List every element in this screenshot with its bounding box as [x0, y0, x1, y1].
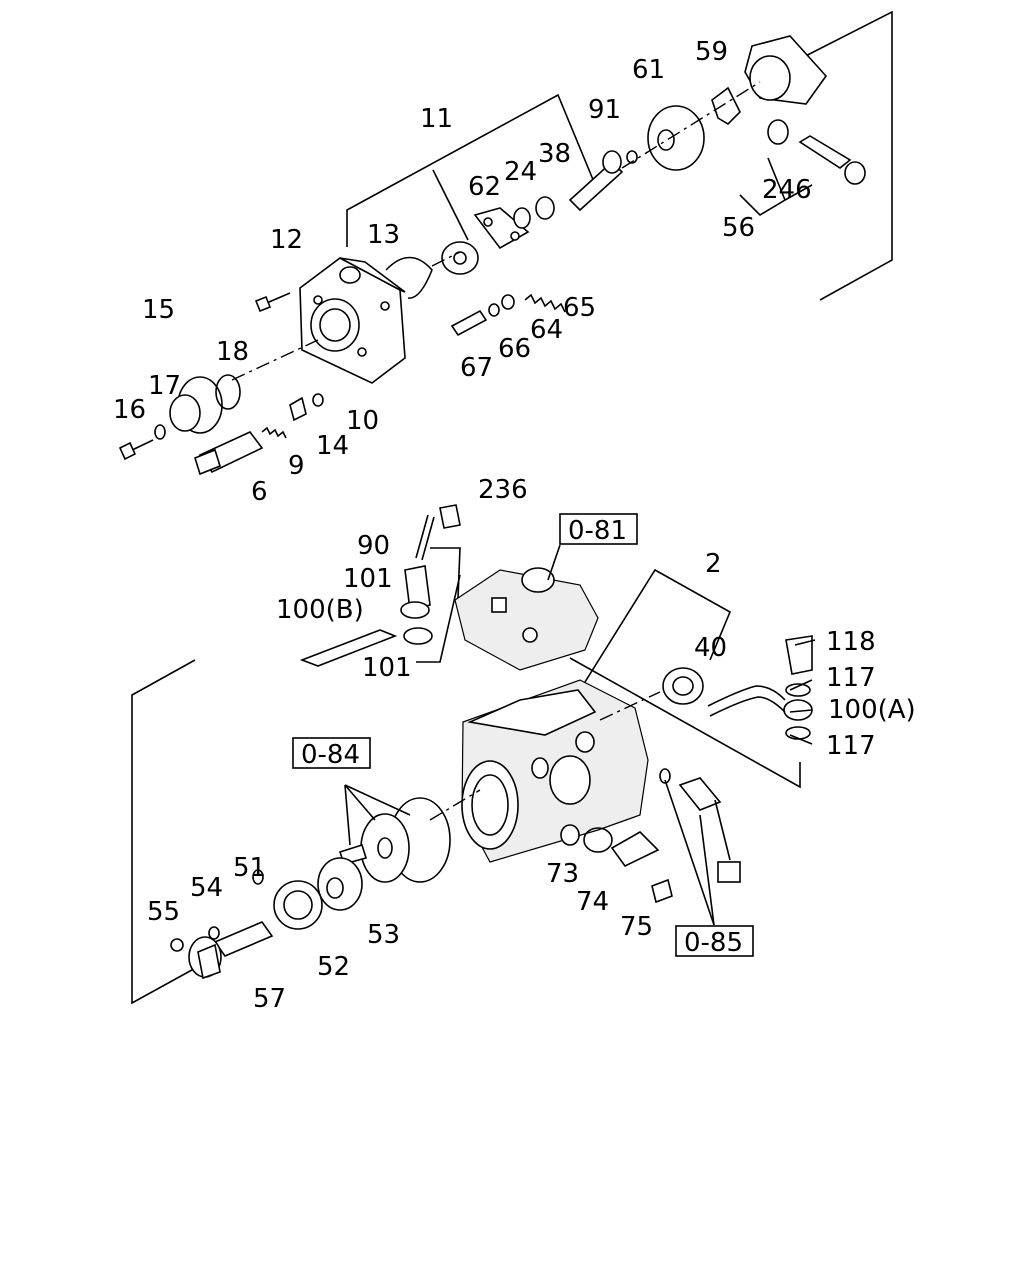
callout-55: 55 — [147, 897, 180, 927]
callout-66: 66 — [498, 334, 531, 364]
callout-61: 61 — [632, 55, 665, 85]
callout-91: 91 — [588, 95, 621, 125]
callout-10: 10 — [346, 406, 379, 436]
pump-housing — [299, 257, 406, 384]
callout-75: 75 — [620, 912, 653, 942]
callout-90: 90 — [357, 531, 390, 561]
callout-118: 118 — [826, 627, 876, 657]
callout-101-lower: 101 — [362, 653, 412, 683]
fittings-left — [299, 504, 461, 667]
pump-body — [461, 679, 649, 863]
callout-2: 2 — [705, 549, 722, 579]
callout-65: 65 — [563, 293, 596, 323]
ref-label-0-85: 0-85 — [684, 928, 743, 958]
ref-label-0-81: 0-81 — [568, 516, 627, 546]
callout-53: 53 — [367, 920, 400, 950]
callout-236: 236 — [478, 475, 528, 505]
callout-51: 51 — [233, 853, 266, 883]
upper-cover — [454, 567, 599, 671]
callout-13: 13 — [367, 220, 400, 250]
callout-56: 56 — [722, 213, 755, 243]
callout-54: 54 — [190, 873, 223, 903]
callout-38: 38 — [538, 139, 571, 169]
callout-117-upper: 117 — [826, 663, 876, 693]
callout-117-lower: 117 — [826, 731, 876, 761]
callout-101-upper: 101 — [343, 564, 393, 594]
callout-59: 59 — [695, 37, 728, 67]
callout-16: 16 — [113, 395, 146, 425]
callout-labels: 11 13 12 15 18 17 16 10 14 9 6 62 24 38 … — [113, 37, 916, 1014]
callout-100b: 100(B) — [276, 595, 364, 625]
callout-73: 73 — [546, 859, 579, 889]
ref-box-0-81 — [559, 513, 638, 545]
callout-12: 12 — [270, 225, 303, 255]
callout-52: 52 — [317, 952, 350, 982]
ref-label-0-84: 0-84 — [301, 740, 360, 770]
callout-11: 11 — [420, 104, 453, 134]
ref-box-0-85 — [675, 925, 754, 957]
callout-74: 74 — [576, 887, 609, 917]
callout-15: 15 — [142, 295, 175, 325]
fittings-right — [583, 635, 813, 904]
top-assembly — [118, 10, 893, 476]
callout-67: 67 — [460, 353, 493, 383]
callout-62: 62 — [468, 172, 501, 202]
callout-6: 6 — [251, 477, 268, 507]
callout-64: 64 — [530, 315, 563, 345]
reference-boxes: 0-81 0-84 0-85 — [292, 513, 754, 958]
ref-box-0-84 — [292, 737, 371, 769]
drive-parts — [170, 691, 661, 980]
callout-14: 14 — [316, 431, 349, 461]
callout-17: 17 — [148, 371, 181, 401]
parts-top — [118, 35, 866, 476]
callout-40: 40 — [694, 633, 727, 663]
callout-57: 57 — [253, 984, 286, 1014]
callout-100a: 100(A) — [828, 695, 916, 725]
leader-lines — [344, 544, 816, 926]
bottom-assembly — [131, 504, 816, 1005]
callout-246: 246 — [762, 175, 812, 205]
callout-24: 24 — [504, 157, 537, 187]
callout-9: 9 — [288, 451, 305, 481]
callout-18: 18 — [216, 337, 249, 367]
